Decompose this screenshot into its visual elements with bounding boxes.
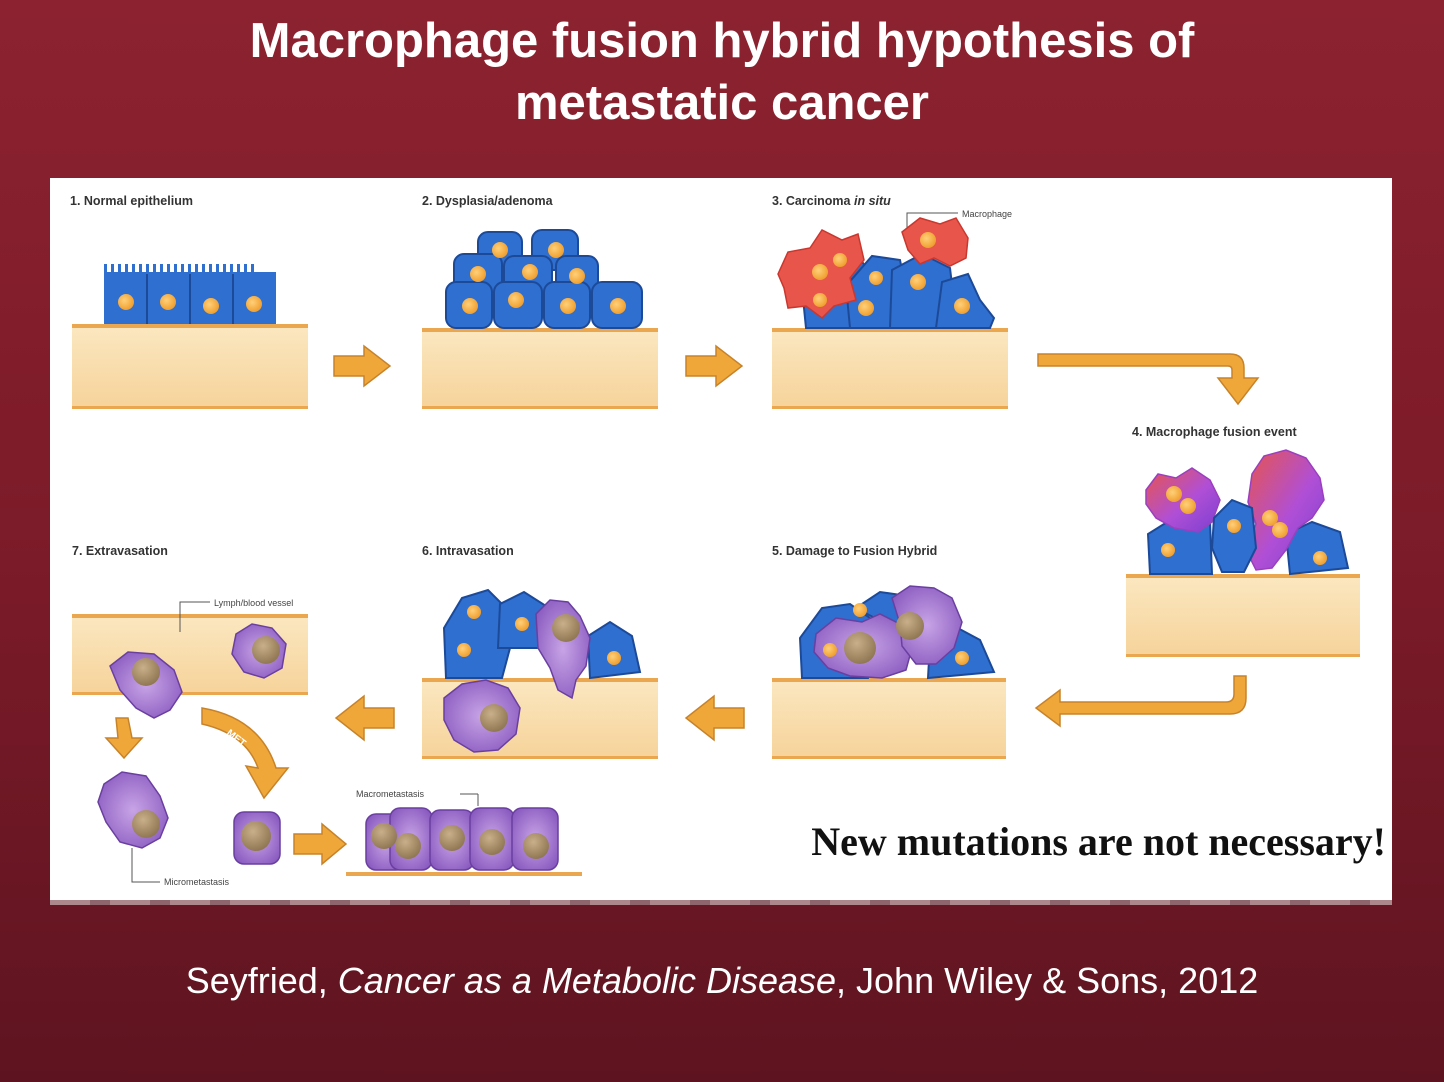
citation: Seyfried, Cancer as a Metabolic Disease,…: [0, 960, 1444, 1002]
arrow-to-micrometastasis: [104, 717, 144, 760]
macrometastasis-base: [346, 872, 582, 876]
micrometastasis-cell: [97, 771, 169, 849]
step-4-label: 4. Macrophage fusion event: [1132, 425, 1297, 439]
macrometastasis-cells: [365, 807, 559, 871]
nucleus: [246, 296, 262, 312]
damaged-hybrid-cell: [891, 585, 963, 665]
metastasis-diagram: 1. Normal epithelium 2. Dysplasia/adenom…: [70, 194, 1360, 887]
basement-membrane-1: [72, 324, 308, 328]
citation-work: Cancer as a Metabolic Disease: [337, 960, 837, 1001]
step-1-label: 1. Normal epithelium: [70, 194, 193, 208]
step-4-illustration: [1126, 449, 1360, 657]
step-7-label: 7. Extravasation: [72, 544, 168, 558]
citation-rest: , John Wiley & Sons, 2012: [836, 960, 1259, 1001]
stroma-1: [72, 326, 308, 408]
vessel-annotation: Lymph/blood vessel: [214, 598, 293, 608]
stroma-edge-1: [72, 406, 308, 409]
columnar-cells: [104, 264, 276, 324]
step-6-label: 6. Intravasation: [422, 544, 514, 558]
micrometastasis-annotation: Micrometastasis: [164, 877, 230, 887]
step-7-illustration: Lymph/blood vessel MET Micrometastasis M…: [72, 598, 582, 887]
macrophage-annotation: Macrophage: [962, 209, 1012, 219]
nucleus: [160, 294, 176, 310]
step-5-label: 5. Damage to Fusion Hybrid: [772, 544, 937, 558]
arrow-1-to-2: [333, 344, 392, 388]
arrow-to-macrometastasis: [293, 822, 348, 866]
arrow-5-to-6: [684, 694, 745, 742]
diagram-panel: 1. Normal epithelium 2. Dysplasia/adenom…: [50, 178, 1392, 900]
step-1-illustration: [72, 264, 308, 409]
stroma-2: [422, 330, 658, 408]
macrometastasis-annotation: Macrometastasis: [356, 789, 425, 799]
step-2-label: 2. Dysplasia/adenoma: [422, 194, 554, 208]
step-3-label: 3. Carcinoma in situ: [772, 194, 891, 208]
nucleus: [118, 294, 134, 310]
nucleus: [203, 298, 219, 314]
macrophage-leader-line: [906, 212, 958, 230]
arrow-3-to-4: [1037, 353, 1260, 406]
met-arrow: [201, 707, 290, 800]
title-line-2: metastatic cancer: [514, 76, 929, 130]
step-2-illustration: [422, 229, 658, 409]
step-3-illustration: [772, 217, 1008, 409]
step-3-label-italic: in situ: [854, 194, 891, 208]
stroma-4: [1126, 576, 1360, 656]
panel-bottom-edge: [50, 900, 1392, 905]
title-line-1: Macrophage fusion hybrid hypothesis of: [249, 14, 1195, 68]
stroma-5: [772, 680, 1006, 758]
step-6-illustration: [422, 588, 658, 759]
arrow-2-to-3: [685, 344, 744, 388]
dysplastic-cells: [445, 229, 643, 329]
citation-author: Seyfried,: [185, 960, 338, 1001]
slide-title: Macrophage fusion hybrid hypothesis of m…: [0, 10, 1444, 134]
arrow-6-to-7: [334, 694, 395, 742]
stroma-3: [772, 330, 1008, 408]
arrow-4-to-5: [1034, 675, 1247, 728]
step-3-label-prefix: 3. Carcinoma: [772, 194, 854, 208]
step-5-illustration: [772, 585, 1006, 759]
callout-text: New mutations are not necessary!: [811, 819, 1386, 864]
